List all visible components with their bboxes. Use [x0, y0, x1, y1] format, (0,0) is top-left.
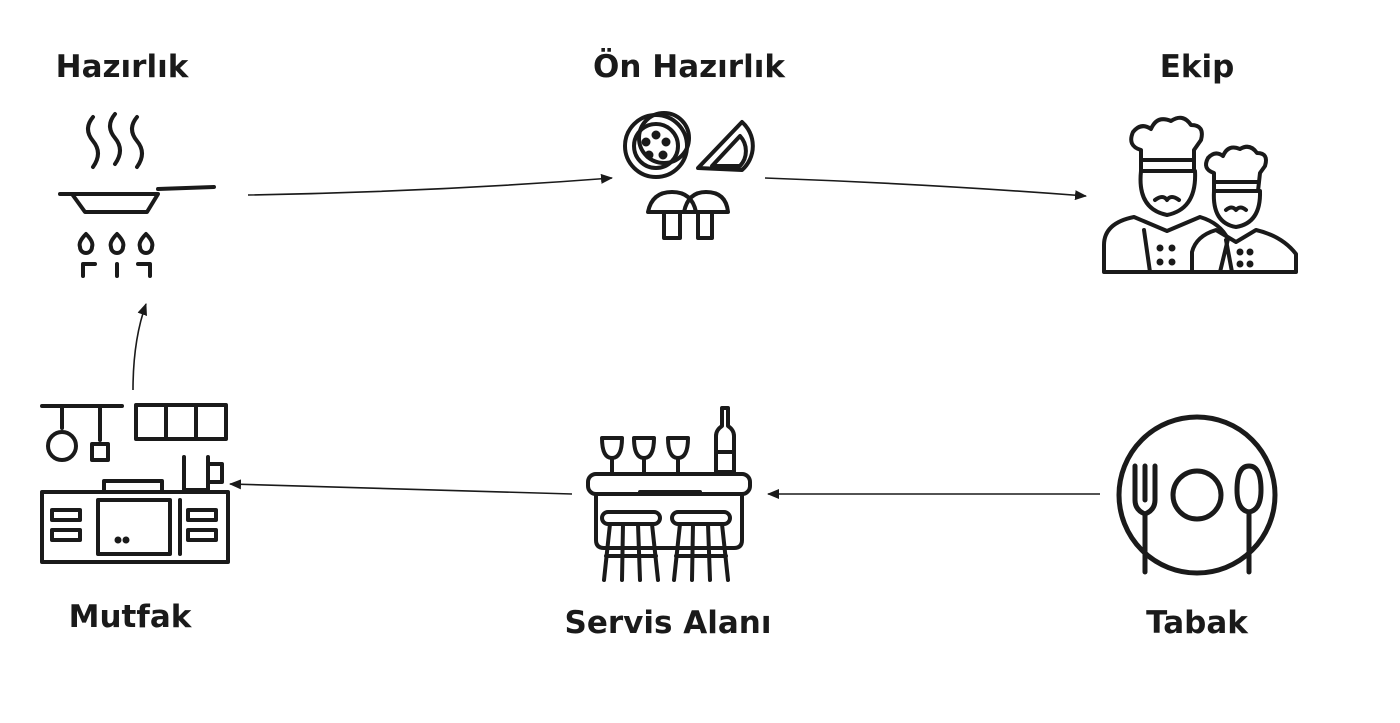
node-label-mutfak: Mutfak: [68, 599, 192, 635]
kitchen-icon: [40, 403, 230, 564]
node-label-tabak: Tabak: [1146, 605, 1248, 641]
chefs-icon: [1102, 115, 1298, 274]
bar-counter-icon: [586, 406, 752, 582]
node-label-ekip: Ekip: [1159, 49, 1235, 85]
node-label-servis-alani: Servis Alanı: [564, 605, 772, 641]
vegetables-icon: [623, 111, 755, 240]
edge-mutfak-to-hazirlik: [132, 303, 147, 391]
frying-pan-stove-icon: [58, 112, 216, 278]
edge-on-hazirlik-to-ekip: [764, 177, 1087, 201]
edges: [132, 173, 1100, 499]
plate-cutlery-icon: [1116, 414, 1278, 576]
edge-servis-alani-to-mutfak: [229, 479, 573, 495]
node-label-on-hazirlik: Ön Hazırlık: [593, 49, 785, 85]
edge-hazirlik-to-on-hazirlik: [247, 173, 613, 196]
node-label-hazirlik: Hazırlık: [55, 49, 189, 85]
